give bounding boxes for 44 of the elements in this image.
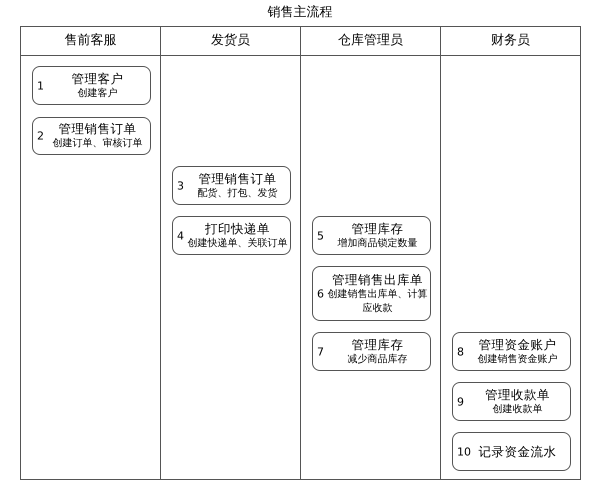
process-box — [172, 216, 291, 255]
step-title: 管理库存 — [350, 220, 404, 236]
process-box — [452, 382, 571, 421]
step-description: 增加商品锁定数量 — [336, 236, 418, 250]
step-number: 6 — [317, 287, 324, 300]
step-title: 打印快递单 — [204, 220, 271, 236]
process-box — [312, 266, 431, 321]
process-box — [312, 216, 431, 255]
diagram-title: 销售主流程 — [266, 4, 334, 21]
step-description: 创建销售出库单、计算应收款 — [327, 288, 428, 316]
step-number: 9 — [457, 395, 464, 408]
step-number: 5 — [317, 229, 324, 242]
step-number: 10 — [457, 445, 471, 458]
swimlane — [440, 26, 581, 480]
step-description: 创建订单、审核订单 — [52, 137, 144, 151]
step-description: 创建快递单、关联订单 — [187, 236, 288, 250]
step-title: 管理收款单 — [484, 386, 551, 402]
step-description: 创建销售资金账户 — [476, 352, 558, 366]
step-description: 配货、打包、发货 — [196, 186, 278, 200]
swimlane — [160, 26, 301, 480]
process-box — [452, 432, 571, 471]
step-title: 管理库存 — [350, 336, 404, 352]
step-title: 管理资金账户 — [478, 336, 558, 352]
process-box — [32, 117, 151, 155]
process-box — [32, 66, 151, 105]
step-description: 减少商品库存 — [346, 352, 408, 366]
lane-header: 财务员 — [441, 27, 580, 56]
step-description: 创建客户 — [76, 86, 118, 100]
swimlane — [20, 26, 161, 480]
step-number: 7 — [317, 345, 324, 358]
step-title: 管理销售出库单 — [331, 272, 424, 288]
step-number: 2 — [37, 130, 44, 142]
swimlane — [300, 26, 441, 480]
step-title: 管理客户 — [70, 70, 124, 86]
step-description: 创建收款单 — [492, 402, 544, 416]
process-box — [452, 332, 571, 371]
step-number: 1 — [37, 79, 44, 92]
step-title: 管理销售订单 — [198, 170, 278, 186]
step-title: 管理销售订单 — [58, 121, 138, 137]
step-number: 3 — [177, 179, 184, 192]
step-number: 4 — [177, 229, 184, 242]
step-number: 8 — [457, 345, 464, 358]
process-box — [172, 166, 291, 205]
process-box — [312, 332, 431, 371]
